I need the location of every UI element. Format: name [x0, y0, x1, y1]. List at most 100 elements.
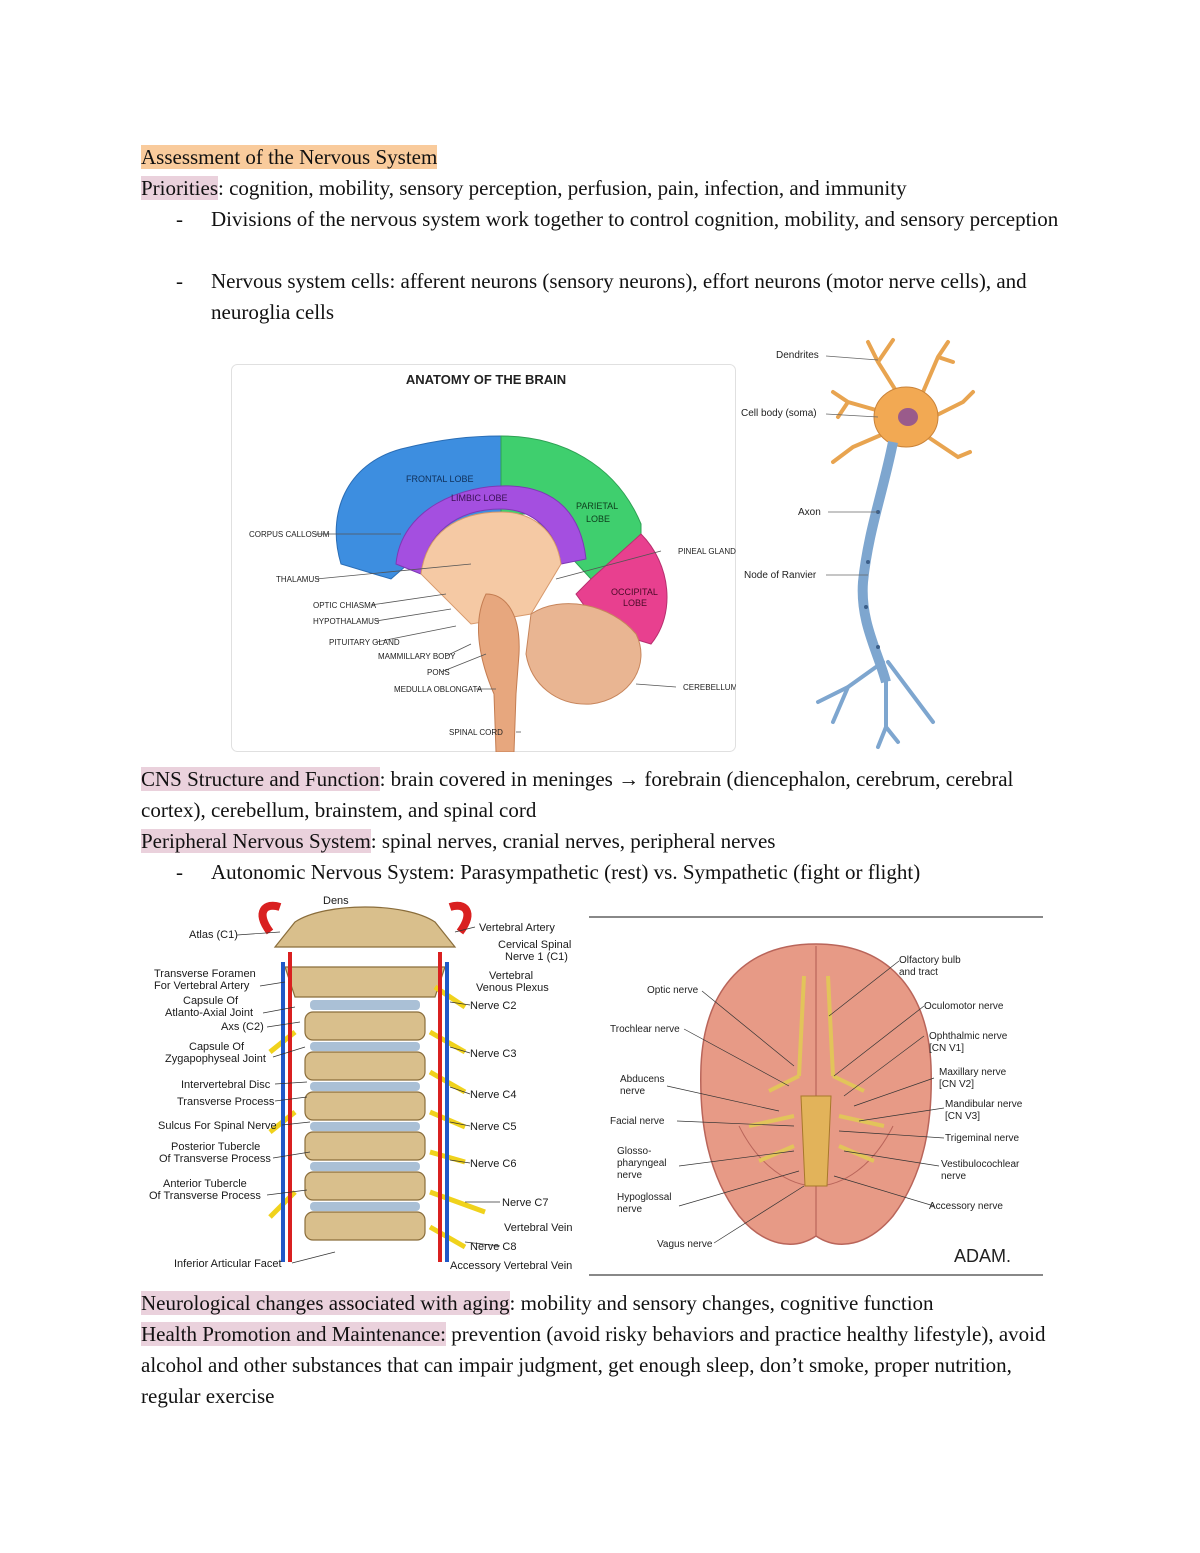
bullet-dash: - — [176, 207, 183, 231]
brain-label: MAMMILLARY BODY — [378, 652, 456, 661]
bullet-text: Nervous system cells: afferent neurons (… — [211, 269, 1027, 324]
cranial-label: Maxillary nerve — [939, 1067, 1007, 1078]
lobe-label: LOBE — [623, 598, 647, 608]
neuron-label: Node of Ranvier — [744, 570, 817, 581]
lobe-label: OCCIPITAL — [611, 587, 658, 597]
spine-label: Vertebral — [489, 970, 533, 982]
cranial-label: nerve — [620, 1086, 645, 1097]
spine-label: Intervertebral Disc — [181, 1079, 271, 1091]
neuron-figure: Dendrites Cell body (soma) Axon Node of … — [741, 338, 975, 749]
brain-label: THALAMUS — [276, 575, 320, 584]
adam-logo: ADAM. — [954, 1246, 1011, 1266]
cranial-label: Mandibular nerve — [945, 1099, 1023, 1110]
brain-label: PITUITARY GLAND — [329, 638, 400, 647]
cns-line: CNS Structure and Function: brain covere… — [141, 764, 1071, 826]
neuron-label: Axon — [798, 507, 821, 518]
health-label: Health Promotion and Maintenance: — [141, 1322, 447, 1346]
bullet-dash: - — [176, 860, 183, 884]
spine-label: Nerve C3 — [470, 1048, 516, 1060]
spine-label: Posterior Tubercle — [171, 1141, 260, 1153]
cranial-label: Ophthalmic nerve — [929, 1031, 1008, 1042]
spine-label: Axs (C2) — [221, 1021, 264, 1033]
brain-label: HYPOTHALAMUS — [313, 617, 379, 626]
spine-label: Cervical Spinal — [498, 939, 571, 951]
spine-label: Inferior Articular Facet — [174, 1258, 282, 1270]
cranial-label: Optic nerve — [647, 985, 699, 996]
spine-label: Nerve 1 (C1) — [505, 951, 568, 963]
spine-label: Sulcus For Spinal Nerve — [158, 1120, 277, 1132]
brain-label: MEDULLA OBLONGATA — [394, 685, 483, 694]
spine-label: Of Transverse Process — [149, 1190, 261, 1202]
cranial-label: Vestibulocochlear — [941, 1159, 1020, 1170]
priorities-text: : cognition, mobility, sensory perceptio… — [218, 176, 907, 200]
cranial-label: and tract — [899, 967, 938, 978]
brain-label: OPTIC CHIASMA — [313, 601, 377, 610]
pns-line: Peripheral Nervous System: spinal nerves… — [141, 826, 1071, 857]
cranial-label: [CN V2] — [939, 1079, 974, 1090]
lobe-label: PARIETAL — [576, 501, 618, 511]
cranial-nerves-figure: Optic nerve Trochlear nerve Abducens ner… — [589, 916, 1043, 1278]
cranial-label: Trochlear nerve — [610, 1024, 680, 1035]
cranial-label: Vagus nerve — [657, 1239, 713, 1250]
cranial-label: Trigeminal nerve — [945, 1133, 1020, 1144]
spine-label: Of Transverse Process — [159, 1153, 271, 1165]
spine-label: For Vertebral Artery — [154, 980, 250, 992]
spine-label: Nerve C6 — [470, 1158, 516, 1170]
cranial-label: Abducens — [620, 1074, 664, 1085]
spine-label: Nerve C2 — [470, 1000, 516, 1012]
brain-label: CORPUS CALLOSUM — [249, 530, 330, 539]
cranial-label: nerve — [617, 1204, 642, 1215]
cranial-label: Oculomotor nerve — [924, 1001, 1004, 1012]
cranial-label: Facial nerve — [610, 1116, 665, 1127]
spine-label: Vertebral Vein — [504, 1222, 573, 1234]
priorities-label: Priorities — [141, 176, 218, 200]
bullet-text: Divisions of the nervous system work tog… — [211, 207, 1059, 231]
neuron-label: Cell body (soma) — [741, 408, 817, 419]
health-line: Health Promotion and Maintenance: preven… — [141, 1319, 1071, 1412]
cranial-label: pharyngeal — [617, 1158, 666, 1169]
cranial-label: nerve — [617, 1170, 642, 1181]
spine-label: Nerve C8 — [470, 1241, 516, 1253]
bullet-text: Autonomic Nervous System: Parasympatheti… — [211, 860, 921, 884]
spine-label: Vertebral Artery — [479, 922, 555, 934]
aging-label: Neurological changes associated with agi… — [141, 1291, 510, 1315]
lobe-label: LOBE — [586, 514, 610, 524]
aging-line: Neurological changes associated with agi… — [141, 1288, 1071, 1319]
cns-text: : brain covered in meninges → forebrain … — [141, 767, 1014, 822]
spine-label: Accessory Vertebral Vein — [450, 1260, 572, 1272]
brain-anatomy-figure: ANATOMY OF THE BRAIN FRONTAL LOBE LIMBIC… — [231, 364, 736, 752]
cranial-label: Glosso- — [617, 1146, 651, 1157]
spine-label: Nerve C5 — [470, 1121, 516, 1133]
spine-label: Capsule Of — [183, 995, 239, 1007]
brain-figure-title: ANATOMY OF THE BRAIN — [406, 372, 566, 387]
title-text: Assessment of the Nervous System — [141, 145, 438, 169]
cranial-label: Accessory nerve — [929, 1201, 1003, 1212]
spine-label: Anterior Tubercle — [163, 1178, 247, 1190]
priorities-line: Priorities: cognition, mobility, sensory… — [141, 173, 1071, 204]
spine-label-top: Dens — [323, 895, 349, 907]
cervical-spine-figure: Dens Atlas (C1) Transverse Foramen For V… — [149, 895, 573, 1272]
spine-label: Nerve C7 — [502, 1197, 548, 1209]
spine-label: Venous Plexus — [476, 982, 549, 994]
cranial-label: nerve — [941, 1171, 966, 1182]
brain-label: CEREBELLUM — [683, 683, 736, 692]
cranial-label: Olfactory bulb — [899, 955, 961, 966]
cranial-label: [CN V1] — [929, 1043, 964, 1054]
cranial-label: [CN V3] — [945, 1111, 980, 1122]
spine-label: Transverse Foramen — [154, 968, 256, 980]
page-title: Assessment of the Nervous System — [141, 142, 1071, 173]
pns-label: Peripheral Nervous System — [141, 829, 371, 853]
brain-label: PONS — [427, 668, 450, 677]
neuron-label: Dendrites — [776, 350, 819, 361]
spine-label: Transverse Process — [177, 1096, 275, 1108]
spine-label: Atlas (C1) — [189, 929, 238, 941]
brain-label: SPINAL CORD — [449, 728, 503, 737]
brain-label: PINEAL GLAND — [678, 547, 736, 556]
cns-label: CNS Structure and Function — [141, 767, 380, 791]
health-text: prevention (avoid risky behaviors and pr… — [141, 1322, 1046, 1408]
lobe-label: FRONTAL LOBE — [406, 474, 474, 484]
pns-text: : spinal nerves, cranial nerves, periphe… — [370, 829, 776, 853]
aging-text: : mobility and sensory changes, cognitiv… — [509, 1291, 934, 1315]
bullet-dash: - — [176, 269, 183, 293]
lobe-label: LIMBIC LOBE — [451, 493, 508, 503]
